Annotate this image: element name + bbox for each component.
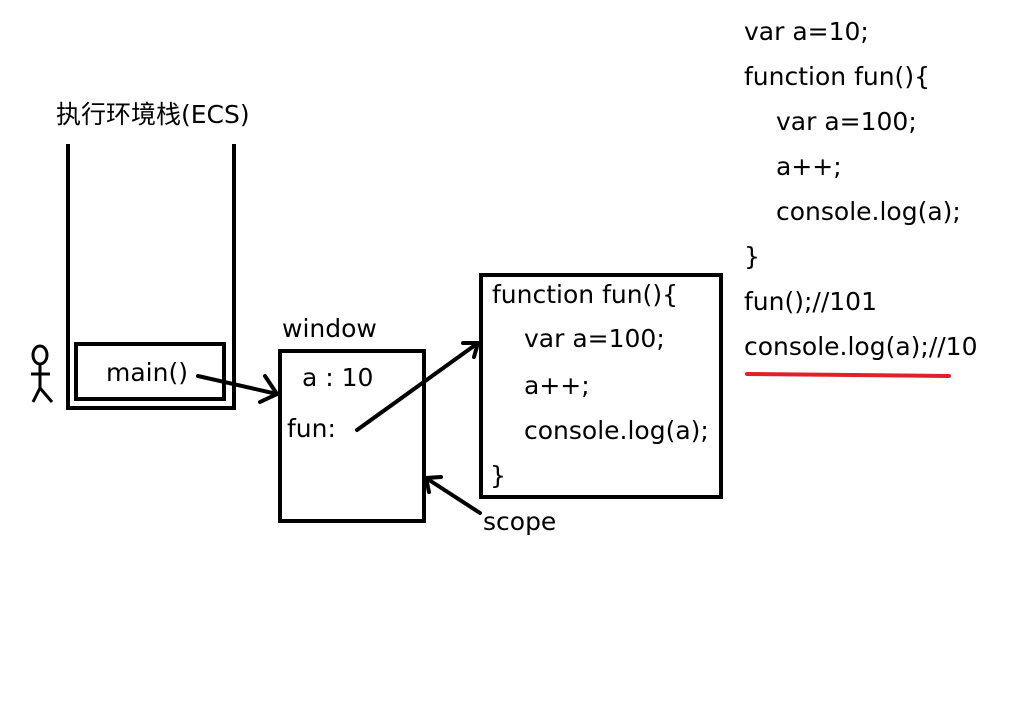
scope-label: scope bbox=[483, 507, 557, 536]
code-line: console.log(a); bbox=[776, 197, 961, 226]
arrow-main-to-window bbox=[196, 374, 280, 404]
window-title: window bbox=[282, 314, 377, 343]
window-prop-a: a : 10 bbox=[302, 363, 374, 392]
execution-stack bbox=[66, 144, 236, 410]
code-line: var a=100; bbox=[776, 107, 917, 136]
fun-obj-line: console.log(a); bbox=[524, 416, 709, 445]
code-line: } bbox=[744, 242, 760, 271]
stack-title: 执行环境栈(ECS) bbox=[56, 100, 250, 129]
window-object-box bbox=[278, 349, 426, 523]
highlight-underline bbox=[745, 372, 951, 378]
arrow-scope-to-window bbox=[423, 475, 482, 515]
person-icon bbox=[31, 344, 54, 403]
function-object-box bbox=[479, 273, 723, 499]
code-line: function fun(){ bbox=[744, 62, 930, 91]
code-line: a++; bbox=[776, 152, 842, 181]
arrow-fun-to-function bbox=[355, 341, 481, 432]
main-frame-box bbox=[74, 342, 226, 401]
fun-obj-line: var a=100; bbox=[524, 324, 665, 353]
code-line: console.log(a);//10 bbox=[744, 332, 978, 361]
main-frame-label: main() bbox=[106, 358, 188, 387]
code-line: fun();//101 bbox=[744, 287, 877, 316]
fun-obj-line: function fun(){ bbox=[492, 280, 678, 309]
fun-obj-line: } bbox=[490, 461, 506, 490]
code-line: var a=10; bbox=[744, 17, 869, 46]
fun-obj-line: a++; bbox=[524, 371, 590, 400]
window-prop-fun: fun: bbox=[287, 414, 336, 443]
